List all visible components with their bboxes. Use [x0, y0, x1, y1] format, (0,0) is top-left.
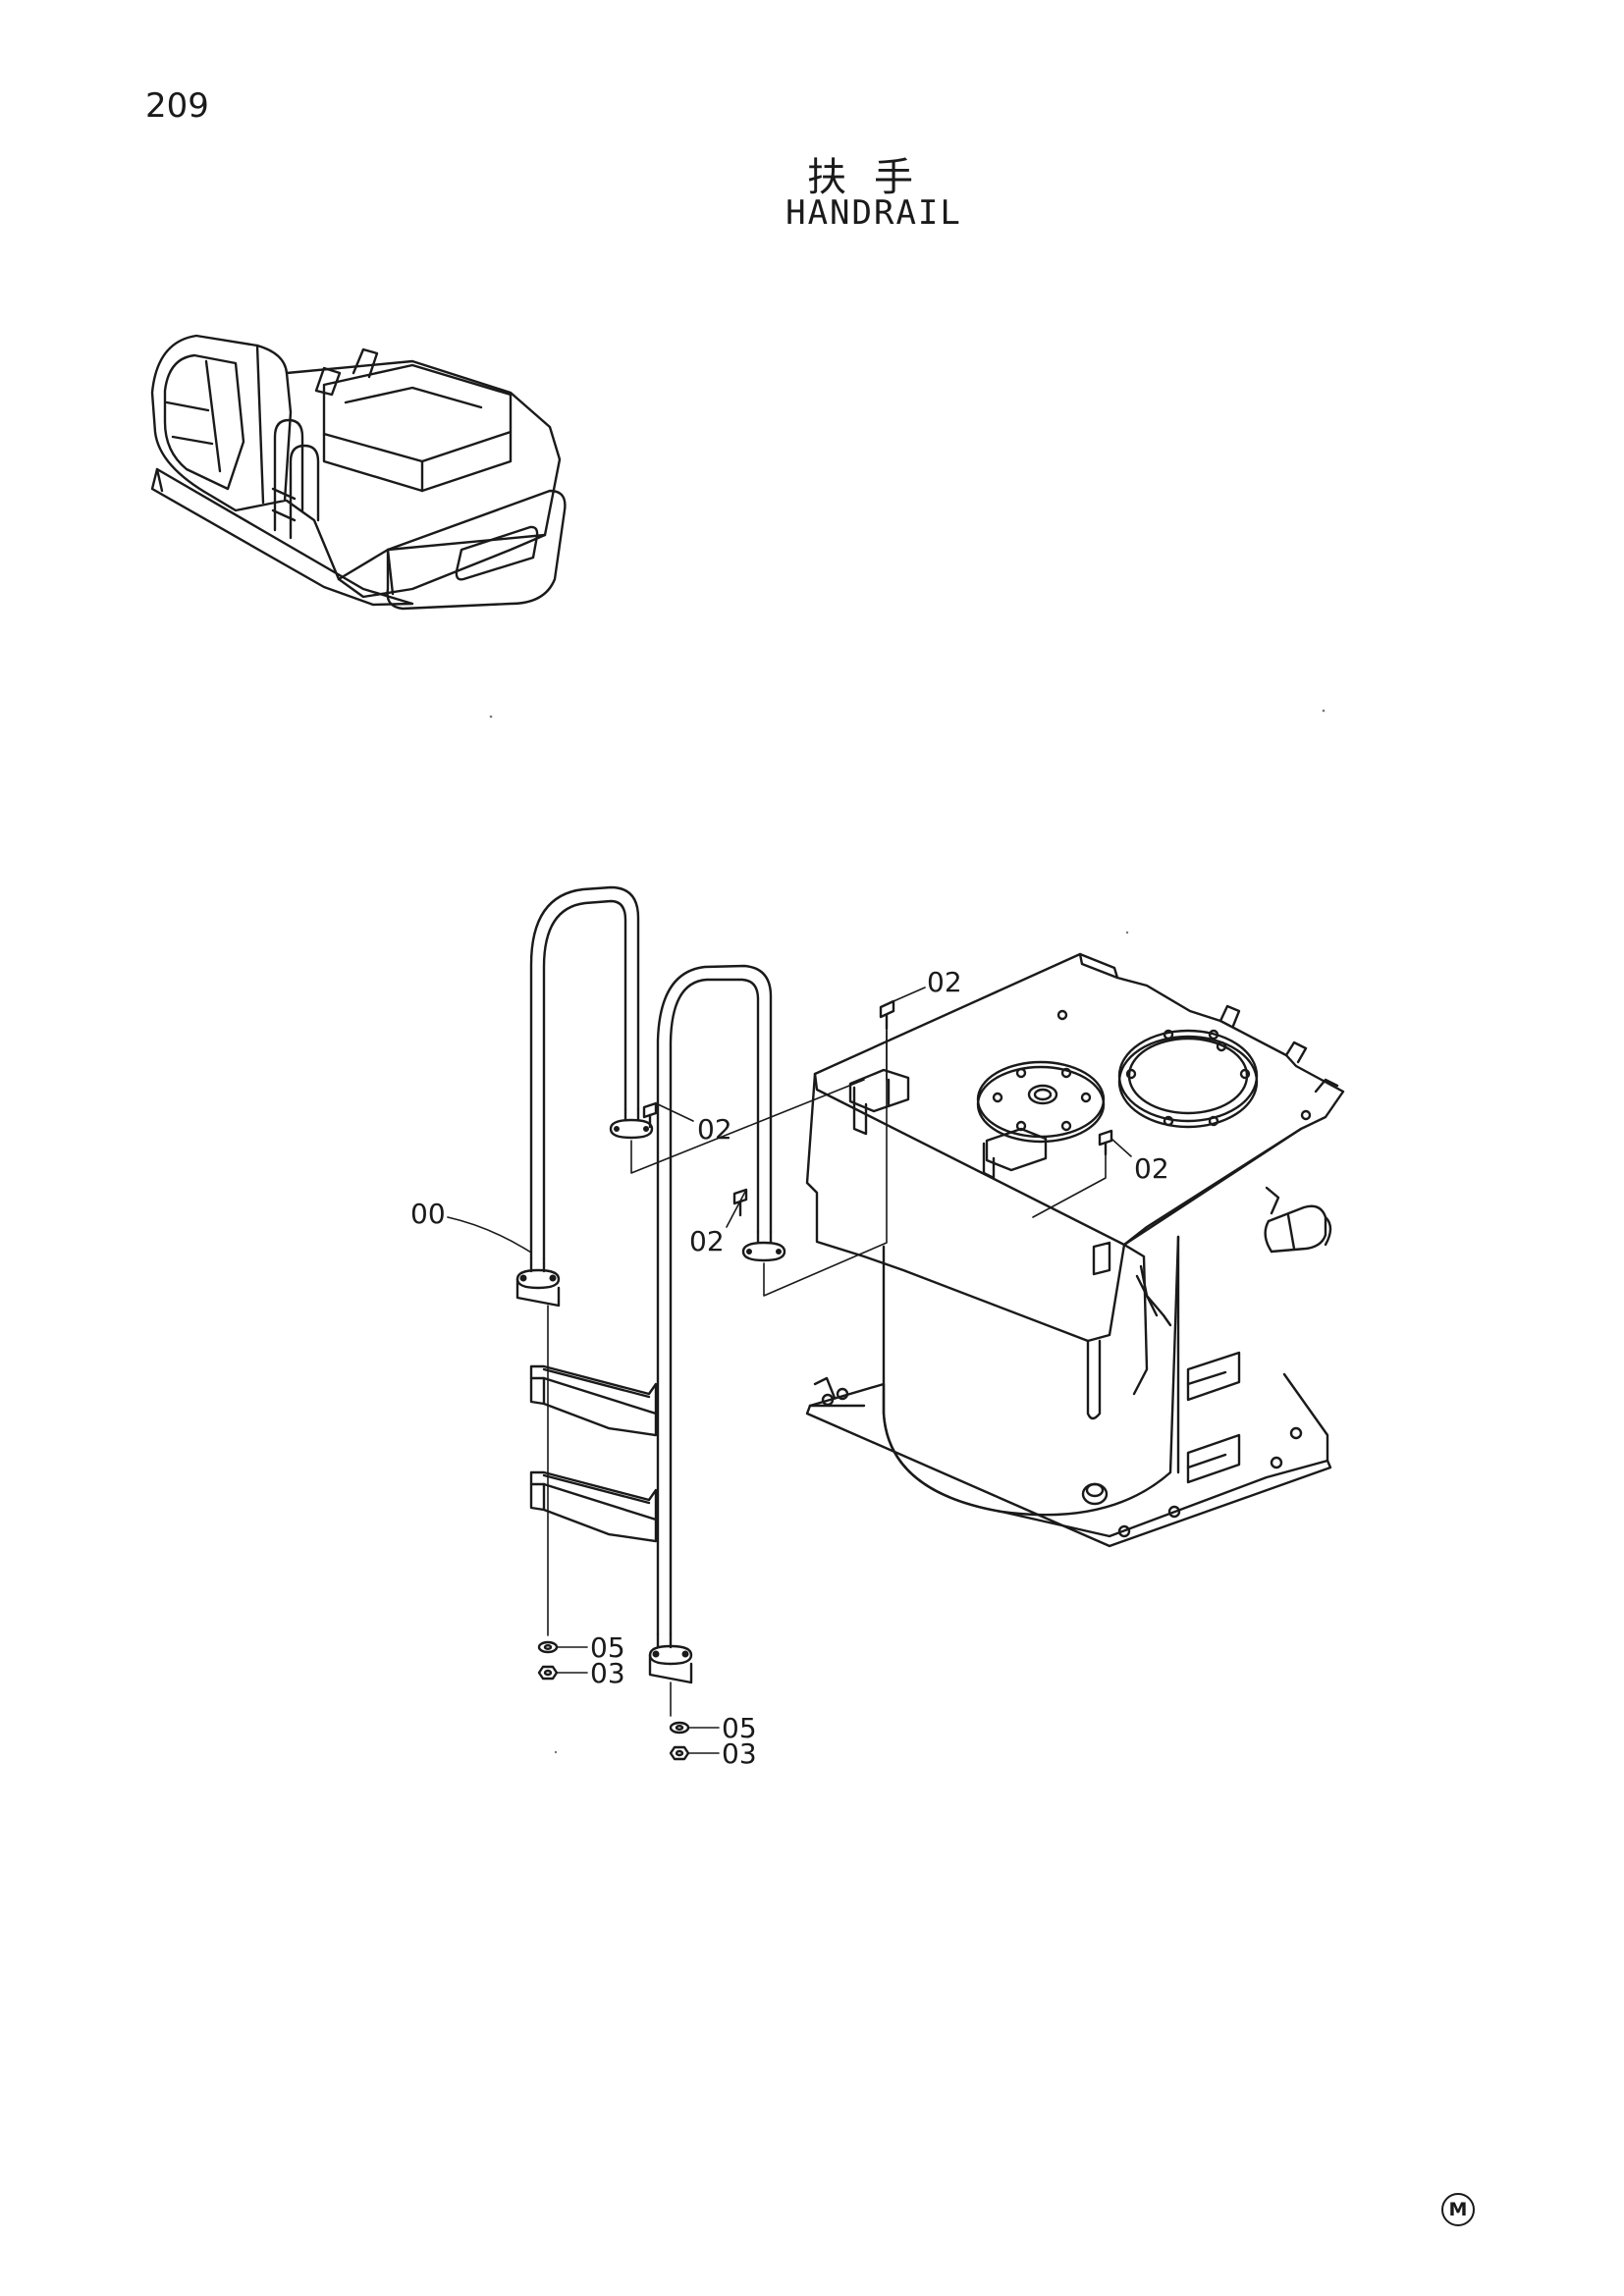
tank-housing — [805, 952, 1345, 1548]
title-english: HANDRAIL — [785, 193, 962, 233]
handrail-assembly — [515, 885, 786, 1684]
corner-m-mark: M — [1441, 2193, 1475, 2226]
callout-02-cap: 02 — [1134, 1152, 1169, 1185]
callout-00-handrail: 00 — [410, 1198, 446, 1230]
page-number: 209 — [145, 86, 209, 126]
callout-labels: 02 02 02 02 00 05 03 05 03 — [410, 966, 1169, 1770]
callout-02-top-plate: 02 — [927, 966, 962, 998]
washers-nuts — [537, 1640, 690, 1761]
callout-03-right: 03 — [722, 1737, 757, 1770]
callout-05-left: 05 — [590, 1631, 625, 1664]
callout-05-right: 05 — [722, 1712, 757, 1744]
assembly-guide-lines — [547, 1028, 1107, 1717]
bolts — [642, 999, 1113, 1217]
excavator-overview-illustration — [150, 334, 567, 611]
scan-specks — [489, 709, 1326, 1754]
callout-02-right-rail: 02 — [689, 1225, 725, 1257]
callout-leaders — [447, 987, 1132, 1754]
callout-02-left-rail: 02 — [697, 1113, 732, 1146]
callout-03-left: 03 — [590, 1657, 625, 1689]
title-japanese: 扶手 — [807, 155, 941, 200]
